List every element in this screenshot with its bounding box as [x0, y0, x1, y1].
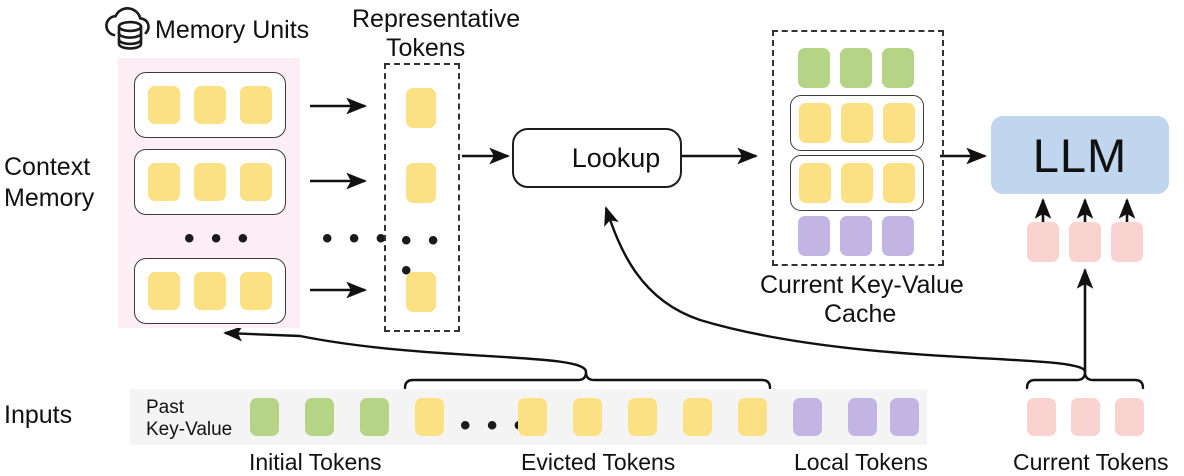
input-evicted-token-5 — [683, 398, 712, 436]
input-evicted-token-1 — [415, 398, 444, 436]
representative-tokens-ellipsis: • • • — [401, 224, 443, 287]
memory-unit-1[interactable] — [134, 72, 286, 138]
llm-current-token-1 — [1027, 222, 1059, 262]
evicted-tokens-label: Evicted Tokens — [521, 449, 676, 475]
kv-initial-token — [798, 48, 830, 88]
kv-representative-token — [841, 103, 873, 143]
input-current-token-3 — [1115, 398, 1144, 436]
brace-evicted-tokens — [403, 371, 772, 390]
lookup-label: Lookup — [571, 142, 661, 173]
kv-initial-token — [882, 48, 914, 88]
kv-representative-token — [799, 163, 831, 203]
kv-cache-box — [772, 30, 944, 266]
memory-unit-2[interactable] — [134, 149, 286, 215]
llm-current-token-3 — [1111, 222, 1143, 262]
input-local-token-1 — [793, 398, 822, 436]
memory-token — [194, 86, 226, 124]
representative-token-2 — [406, 163, 436, 203]
memory-token — [148, 272, 180, 310]
cloud-database-icon — [105, 7, 150, 50]
llm-label: LLM — [1032, 128, 1128, 182]
input-evicted-token-3 — [573, 398, 602, 436]
kv-cache-label-line2: Cache — [824, 300, 897, 328]
llm-box[interactable]: LLM — [991, 116, 1169, 194]
input-current-token-1 — [1027, 398, 1056, 436]
kv-representative-token — [883, 163, 915, 203]
current-tokens-label: Current Tokens — [1013, 449, 1169, 475]
input-evicted-token-6 — [738, 398, 767, 436]
representative-tokens-label-line2: Tokens — [386, 34, 466, 62]
input-initial-token-3 — [360, 398, 389, 436]
memory-token — [194, 272, 226, 310]
kv-representative-token — [883, 103, 915, 143]
past-kv-label-line1: Past — [146, 397, 185, 418]
context-memory-label-line2: Memory — [4, 184, 95, 212]
memory-unit-arrow-ellipsis: • • • — [322, 222, 391, 255]
input-current-token-2 — [1071, 398, 1100, 436]
input-evicted-token-2 — [518, 398, 547, 436]
kv-cache-label-line1: Current Key-Value — [760, 271, 964, 299]
memory-token — [240, 86, 272, 124]
kv-representative-token — [799, 103, 831, 143]
memory-token — [240, 272, 272, 310]
memory-token — [148, 163, 180, 201]
kv-local-token — [798, 216, 830, 256]
input-local-token-3 — [890, 398, 919, 436]
kv-representative-token — [841, 163, 873, 203]
curve-evicted-to-context-memory — [223, 326, 588, 373]
context-memory-label-line1: Context — [4, 153, 91, 181]
kv-representative-unit-2[interactable] — [790, 155, 924, 211]
lookup-button[interactable]: Lookup — [512, 128, 682, 188]
context-memory-ellipsis: • • • — [184, 222, 253, 255]
representative-token-1 — [406, 88, 436, 128]
memory-token — [194, 163, 226, 201]
kv-representative-unit-1[interactable] — [790, 95, 924, 151]
input-evicted-ellipsis: • • • — [460, 409, 529, 442]
kv-local-token — [882, 216, 914, 256]
memory-token — [240, 163, 272, 201]
memory-token — [148, 86, 180, 124]
representative-tokens-label-line1: Representative — [352, 5, 521, 33]
kv-local-token — [840, 216, 872, 256]
kv-initial-token — [840, 48, 872, 88]
llm-current-token-2 — [1069, 222, 1101, 262]
inputs-label: Inputs — [4, 401, 73, 429]
memory-units-label: Memory Units — [155, 16, 310, 44]
input-initial-token-1 — [250, 398, 279, 436]
representative-tokens-box: • • • — [384, 63, 460, 332]
memory-unit-3[interactable] — [134, 258, 286, 324]
brace-current-tokens — [1025, 371, 1145, 390]
past-kv-label-line2: Key-Value — [146, 419, 233, 440]
initial-tokens-label: Initial Tokens — [249, 449, 382, 475]
input-initial-token-2 — [305, 398, 334, 436]
local-tokens-label: Local Tokens — [794, 449, 928, 475]
representative-token-3 — [406, 272, 436, 312]
input-local-token-2 — [848, 398, 877, 436]
input-evicted-token-4 — [628, 398, 657, 436]
